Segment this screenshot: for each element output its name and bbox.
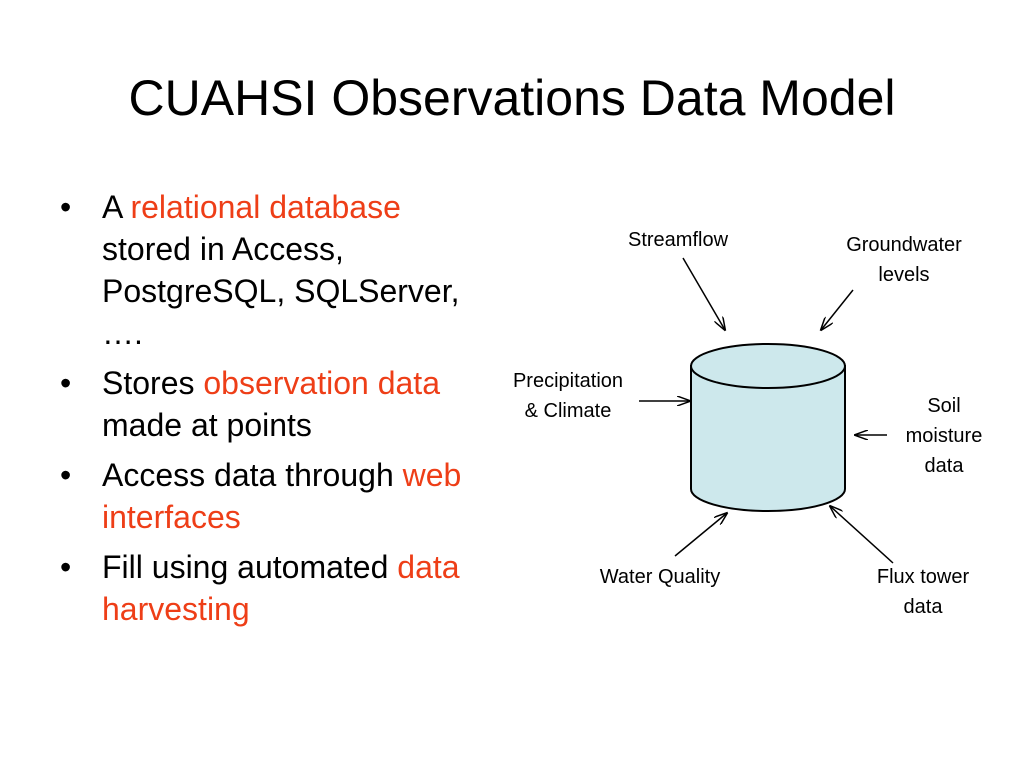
bullet-item: • A relational database stored in Access… [58, 186, 498, 354]
bullet-highlight: data harvesting [102, 549, 460, 627]
arrow-streamflow [682, 257, 725, 330]
bullet-text: stored in Access, PostgreSQL, SQLServer,… [102, 231, 460, 351]
bullet-item: • Access data through web interfaces [58, 454, 498, 538]
bullet-highlight: web interfaces [102, 457, 462, 535]
database-cylinder-icon [690, 343, 846, 512]
label-streamflow: Streamflow [627, 229, 729, 251]
bullet-text: Fill using automated [102, 549, 398, 585]
bullet-item: • Fill using automated data harvesting [58, 546, 498, 630]
bullet-text: A [102, 189, 131, 225]
bullet-item: • Stores observation data made at points [58, 362, 498, 446]
bullet-icon: • [60, 549, 72, 585]
bullet-highlight: observation data [203, 365, 440, 401]
cylinder-top [690, 343, 846, 389]
label-flux-tower: Flux tower data [876, 566, 970, 618]
label-water-quality: Water Quality [599, 566, 721, 588]
bullet-highlight: relational database [130, 189, 401, 225]
bullet-icon: • [60, 457, 72, 493]
bullet-text: made at points [102, 407, 312, 443]
label-precipitation-climate: Precipitation & Climate [512, 370, 624, 422]
bullet-text: Stores [102, 365, 204, 401]
arrow-groundwater [821, 289, 854, 330]
bullet-list: • A relational database stored in Access… [58, 186, 498, 638]
bullet-text: Access data through [102, 457, 403, 493]
bullet-icon: • [60, 365, 72, 401]
label-soil-moisture: Soil moisture data [905, 395, 983, 477]
slide-title: CUAHSI Observations Data Model [128, 70, 896, 126]
cylinder-body [690, 365, 846, 512]
bullet-icon: • [60, 189, 72, 225]
label-groundwater-levels: Groundwater levels [846, 234, 962, 286]
arrow-water-quality [674, 513, 727, 557]
arrow-flux-tower [830, 506, 894, 564]
